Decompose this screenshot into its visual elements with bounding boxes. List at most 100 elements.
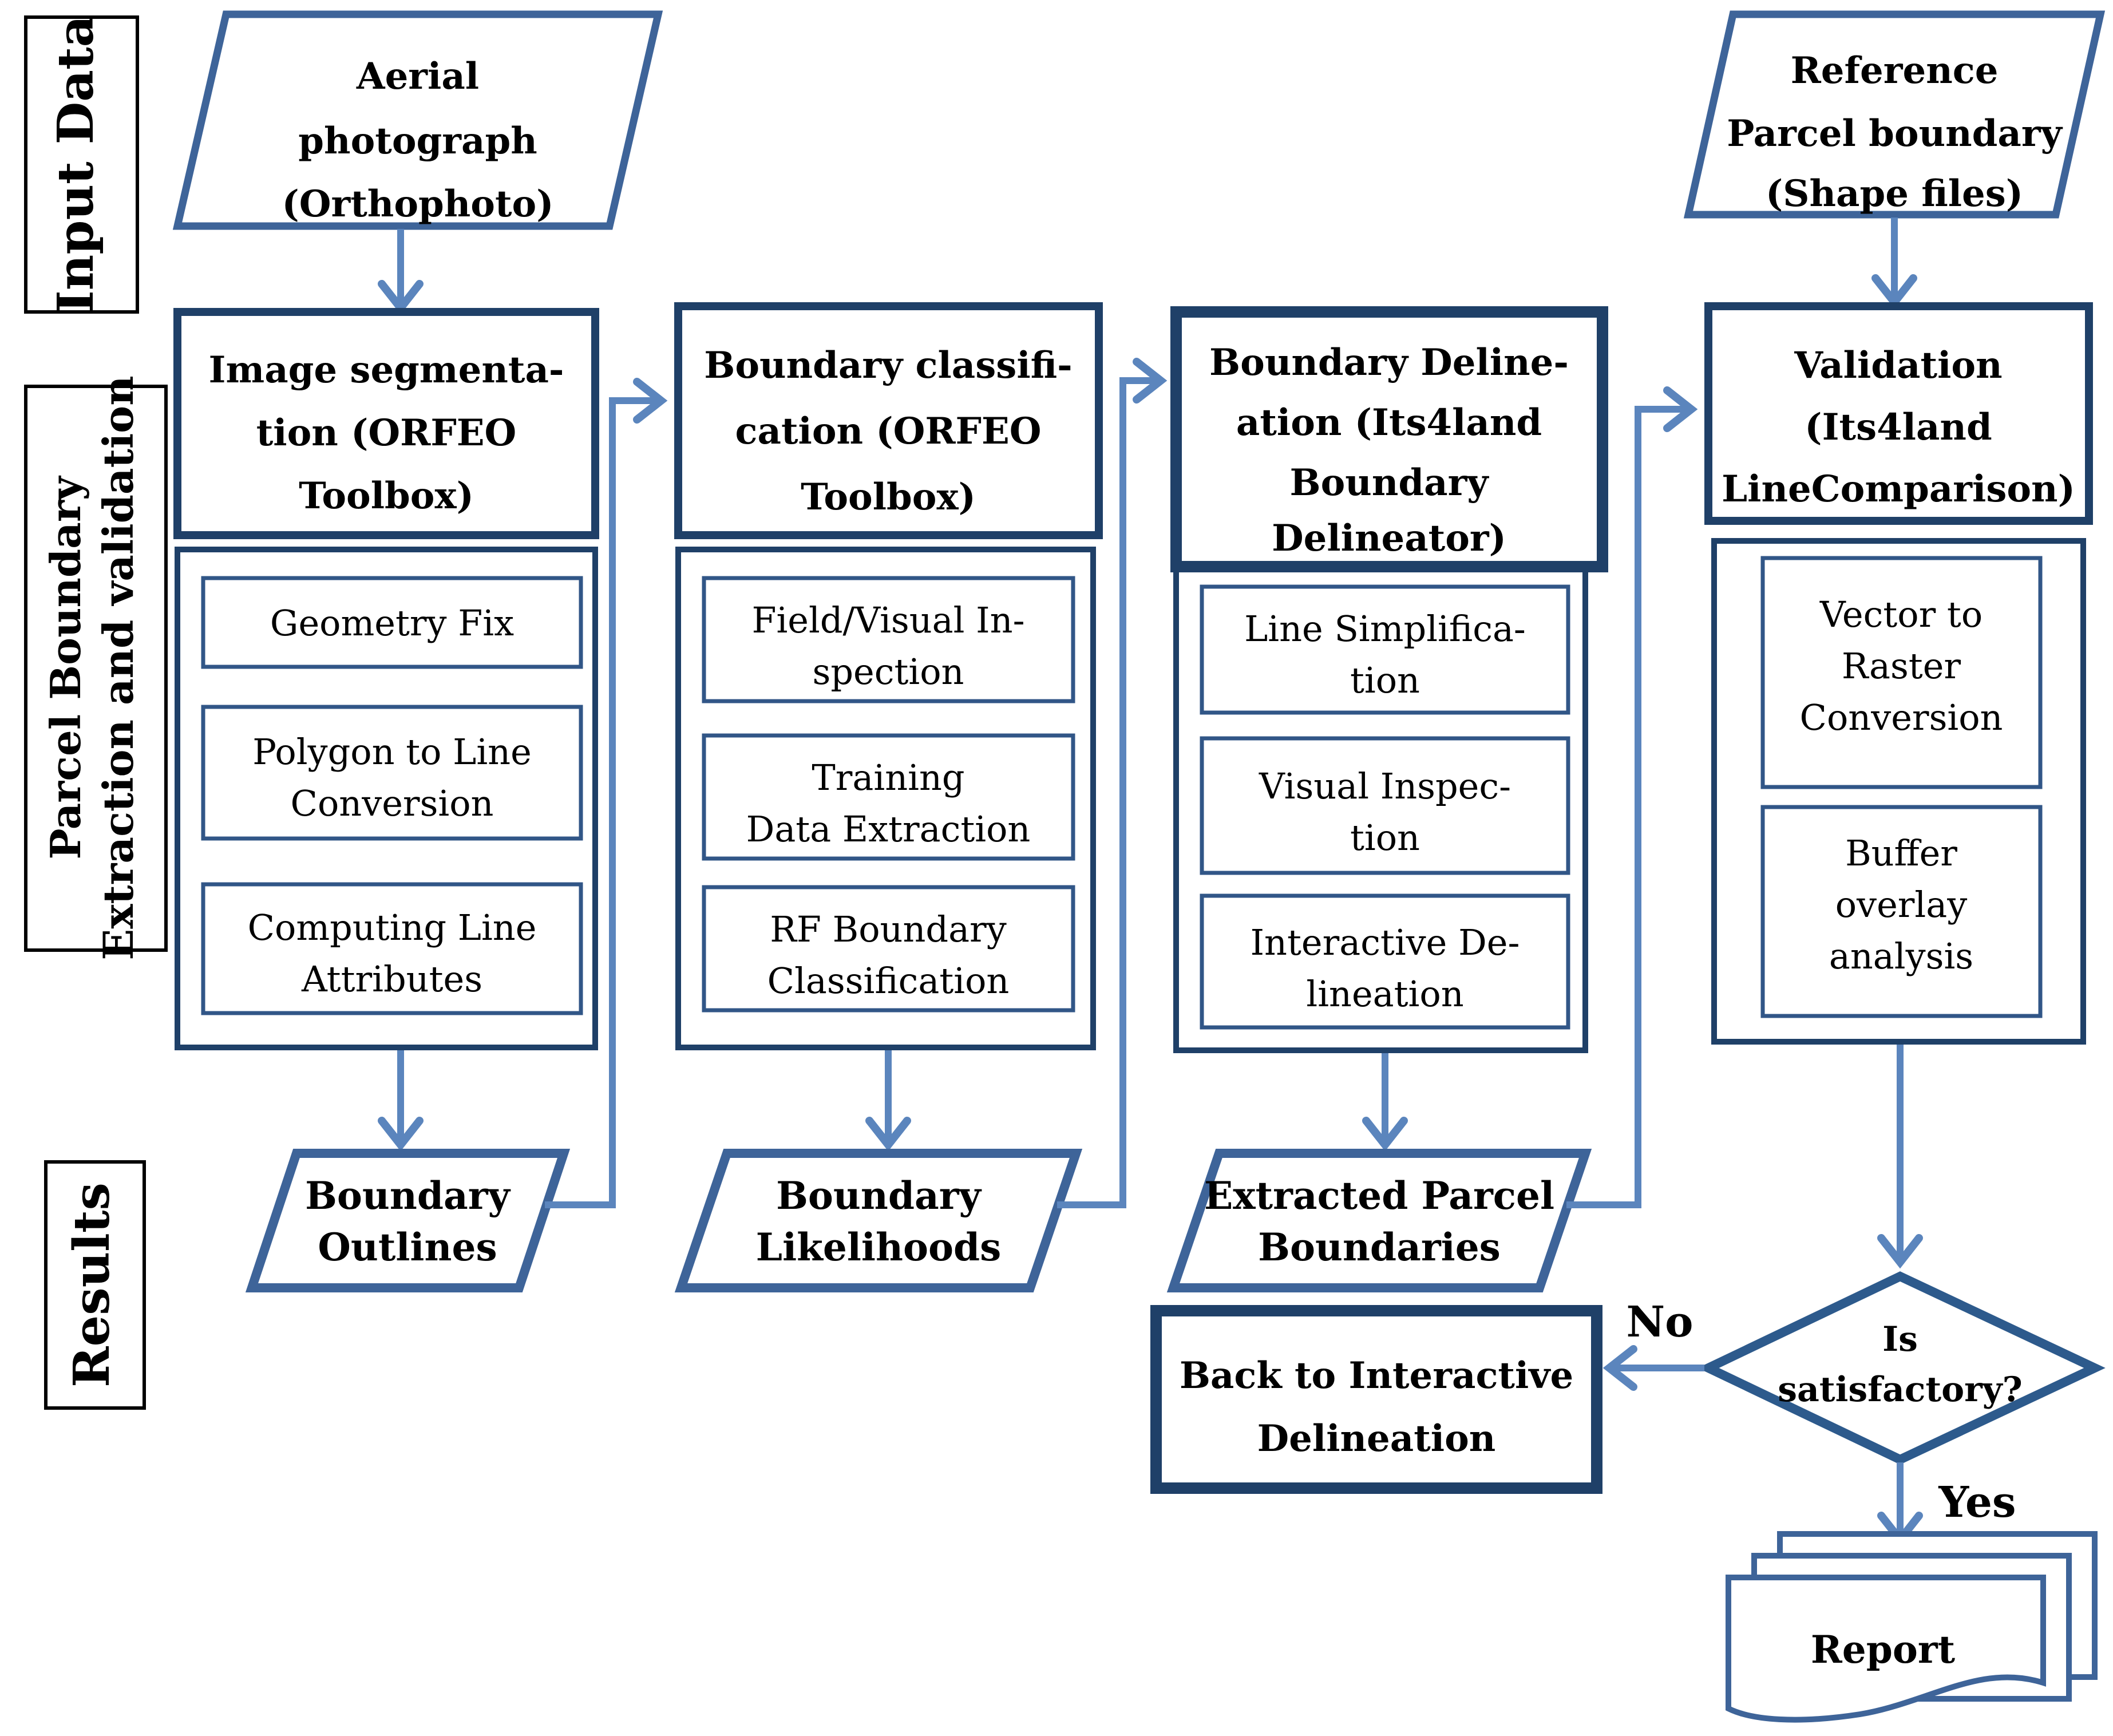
is-satisfactory-shape [1697, 1271, 2106, 1465]
interactive-delineation-text: lineation [1306, 973, 1463, 1015]
boundary-delineation-text: ation (Its4land [1236, 401, 1542, 444]
parcel-label-box [24, 385, 168, 952]
boundary-classification-box [674, 302, 1103, 539]
image-segmentation-text: Toolbox) [299, 474, 474, 517]
report-page-front [1726, 1575, 2046, 1723]
vector-to-raster-text: Conversion [1800, 697, 2003, 738]
buffer-overlay-text: overlay [1835, 884, 1968, 926]
group-segmentation-steps: Geometry Fix Polygon to Line Conversion … [175, 547, 598, 1050]
buffer-overlay-box [1760, 805, 2043, 1018]
edge-label-no: No [1627, 1298, 1693, 1347]
boundary-delineation-text: Boundary [1290, 461, 1490, 504]
node-back-to-interactive: Back to Interactive Delineation [1150, 1305, 1602, 1494]
reference-parcel-boundary-text: Parcel boundary [1727, 112, 2063, 155]
report-text: Report [1811, 1627, 1956, 1672]
node-is-satisfactory: Is satisfactory? [1697, 1271, 2106, 1465]
boundary-classification-text: cation (ORFEO [735, 410, 1042, 453]
computing-line-attributes-box [201, 882, 583, 1015]
back-to-interactive-text: Delineation [1257, 1417, 1496, 1460]
rf-boundary-classification-box [702, 885, 1075, 1013]
validation-box [1704, 302, 2093, 525]
side-label-results: Results [44, 1160, 146, 1410]
extracted-parcel-boundaries-shape [1166, 1149, 1592, 1292]
reference-parcel-boundary-shape [1683, 10, 2106, 219]
edge-label-yes: Yes [1938, 1478, 2016, 1527]
extracted-parcel-boundaries-text: Extracted Parcel [1204, 1173, 1554, 1218]
image-segmentation-text: Image segmenta- [209, 349, 564, 392]
polygon-to-line-box [201, 705, 583, 841]
polygon-to-line-text: Polygon to Line [252, 731, 532, 773]
vector-to-raster-text: Vector to [1819, 594, 1983, 635]
line-simplification-text: Line Simplifica- [1244, 608, 1526, 650]
vector-to-raster-box [1760, 556, 2043, 789]
boundary-outlines-text: Outlines [318, 1225, 497, 1270]
group-validation-steps: Vector to Raster Conversion Buffer overl… [1711, 538, 2086, 1045]
node-image-segmentation: Image segmenta- tion (ORFEO Toolbox) [173, 308, 599, 539]
is-satisfactory-text: satisfactory? [1778, 1370, 2023, 1410]
image-segmentation-box [173, 308, 599, 539]
boundary-classification-text: Toolbox) [801, 476, 976, 519]
interactive-delineation-box [1200, 893, 1570, 1030]
back-to-interactive-box [1150, 1305, 1602, 1494]
boundary-likelihoods-text: Boundary [776, 1173, 982, 1218]
input-data-label: Input Data [47, 15, 105, 314]
aerial-photo-text: (Orthophoto) [282, 183, 553, 226]
is-satisfactory-text: Is [1882, 1319, 1918, 1359]
reference-parcel-boundary-text: Reference [1791, 49, 1999, 92]
node-aerial-photo: Aerial photograph (Orthophoto) [172, 10, 663, 230]
training-data-extraction-text: Training [812, 757, 964, 798]
input-data-label-box [24, 15, 139, 314]
interactive-delineation-text: Interactive De- [1251, 922, 1520, 963]
boundary-likelihoods-text: Likelihoods [756, 1225, 1002, 1270]
delineation-group-box [1173, 567, 1588, 1053]
validation-text: LineComparison) [1722, 468, 2075, 511]
node-boundary-likelihoods: Boundary Likelihoods [674, 1149, 1083, 1292]
aerial-photo-text: Aerial [356, 55, 479, 98]
aerial-photo-text: photograph [298, 120, 537, 163]
buffer-overlay-text: Buffer [1845, 832, 1957, 874]
group-classification-steps: Field/Visual In- spection Training Data … [675, 547, 1096, 1050]
visual-inspection-text: Visual Inspec- [1259, 765, 1511, 807]
node-validation: Validation (Its4land LineComparison) [1704, 302, 2093, 525]
boundary-delineation-text: Boundary Deline- [1209, 341, 1569, 384]
geometry-fix-text: Geometry Fix [270, 602, 514, 644]
node-extracted-parcel-boundaries: Extracted Parcel Boundaries [1166, 1149, 1592, 1292]
buffer-overlay-text: analysis [1829, 935, 1973, 977]
boundary-outlines-shape [245, 1149, 571, 1292]
boundary-delineation-box [1170, 306, 1608, 572]
training-data-extraction-text: Data Extraction [746, 808, 1031, 850]
node-boundary-delineation: Boundary Deline- ation (Its4land Boundar… [1170, 306, 1608, 572]
validation-group-box [1711, 538, 2086, 1045]
reference-parcel-boundary-text: (Shape files) [1766, 172, 2023, 215]
rf-boundary-classification-text: RF Boundary [770, 908, 1006, 950]
results-label-box [44, 1160, 146, 1410]
rf-boundary-classification-text: Classification [767, 960, 1010, 1002]
visual-inspection-box [1200, 736, 1570, 875]
validation-text: (Its4land [1805, 406, 1992, 449]
results-label: Results [63, 1183, 121, 1387]
vector-to-raster-text: Raster [1842, 645, 1961, 687]
segmentation-group-box [175, 547, 598, 1050]
parcel-label-line1: Parcel Boundary [41, 475, 90, 859]
back-to-interactive-text: Back to Interactive [1180, 1354, 1573, 1397]
computing-line-attributes-text: Attributes [301, 958, 482, 1000]
line-simplification-text: tion [1350, 659, 1420, 701]
node-reference-parcel-boundary: Reference Parcel boundary (Shape files) [1683, 10, 2106, 219]
boundary-likelihoods-shape [674, 1149, 1083, 1292]
extracted-parcel-boundaries-text: Boundaries [1258, 1225, 1501, 1270]
line-simplification-box [1200, 584, 1570, 715]
side-label-parcel-boundary: Parcel Boundary Extraction and validatio… [24, 375, 168, 960]
boundary-outlines-text: Boundary [305, 1173, 511, 1218]
field-visual-inspection-text: spection [813, 651, 964, 693]
visual-inspection-text: tion [1350, 817, 1420, 859]
connector-outlines-to-classification [545, 378, 668, 1208]
image-segmentation-text: tion (ORFEO [256, 412, 517, 454]
field-visual-inspection-box [702, 576, 1075, 703]
computing-line-attributes-text: Computing Line [248, 907, 537, 948]
boundary-delineation-text: Delineator) [1272, 517, 1506, 560]
classification-group-box [675, 547, 1096, 1050]
geometry-fix-box [201, 576, 583, 669]
aerial-photo-shape [172, 10, 663, 230]
